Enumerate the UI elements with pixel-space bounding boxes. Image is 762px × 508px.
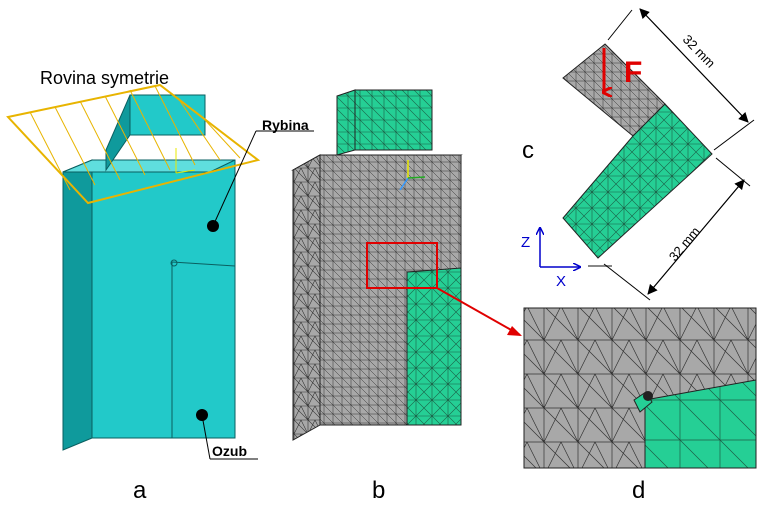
crack-tip-zoom — [643, 391, 653, 401]
symmetry-plane-hatch — [29, 85, 241, 191]
dim-bottom-ext-1 — [715, 157, 751, 187]
caption-b: b — [372, 477, 385, 504]
dovetail-b-side — [336, 89, 356, 156]
dovetail-a-front — [129, 94, 206, 136]
block-b-side-face — [292, 154, 321, 441]
rybina-dot — [207, 220, 219, 232]
force-label: F — [624, 56, 642, 89]
dim-bottom-label: 32 mm — [666, 224, 703, 264]
dim-bottom-line-rev — [647, 179, 745, 295]
dim-top-ext-1 — [607, 9, 633, 41]
dim-top-line-rev — [639, 8, 749, 123]
block-a-front-face — [91, 159, 236, 439]
tooth-b-region — [406, 267, 462, 426]
dovetail-b-front — [354, 89, 433, 151]
axes-triad-a — [175, 148, 196, 174]
panel-d: d — [523, 307, 757, 504]
panel-c: F 32 mm 32 mm Z X c — [521, 8, 755, 301]
dim-top-label: 32 mm — [680, 32, 718, 71]
caption-c: c — [522, 137, 534, 164]
axis-x-label: X — [556, 273, 566, 290]
symmetry-plane — [6, 83, 261, 205]
zoom-arrow — [436, 287, 521, 336]
ozub-leader — [201, 414, 211, 460]
rybina-leader — [212, 130, 257, 227]
axes-triad-b — [399, 160, 426, 191]
axis-z-label: Z — [521, 234, 530, 251]
ozub-dot — [196, 409, 208, 421]
caption-d: d — [632, 477, 645, 504]
specimen-green-arm — [562, 103, 713, 259]
dim-top-ext-2 — [713, 119, 755, 151]
caption-a: a — [133, 477, 147, 504]
zoom-arrowhead — [507, 326, 522, 336]
block-a-top-face — [62, 159, 236, 173]
panel-b: b — [291, 89, 522, 504]
panel-a: Rovina symetrie Rybina Ozub a — [6, 68, 314, 504]
ozub-top-line — [171, 261, 236, 267]
zoom-box — [366, 242, 438, 289]
rybina-label: Rybina — [262, 117, 309, 133]
crack-tip-marker — [170, 259, 178, 267]
dim-bottom-ext-2 — [603, 263, 651, 301]
ozub-label: Ozub — [212, 443, 247, 459]
plane-label: Rovina symetrie — [40, 68, 169, 88]
zoom-tooth-region — [644, 379, 757, 469]
